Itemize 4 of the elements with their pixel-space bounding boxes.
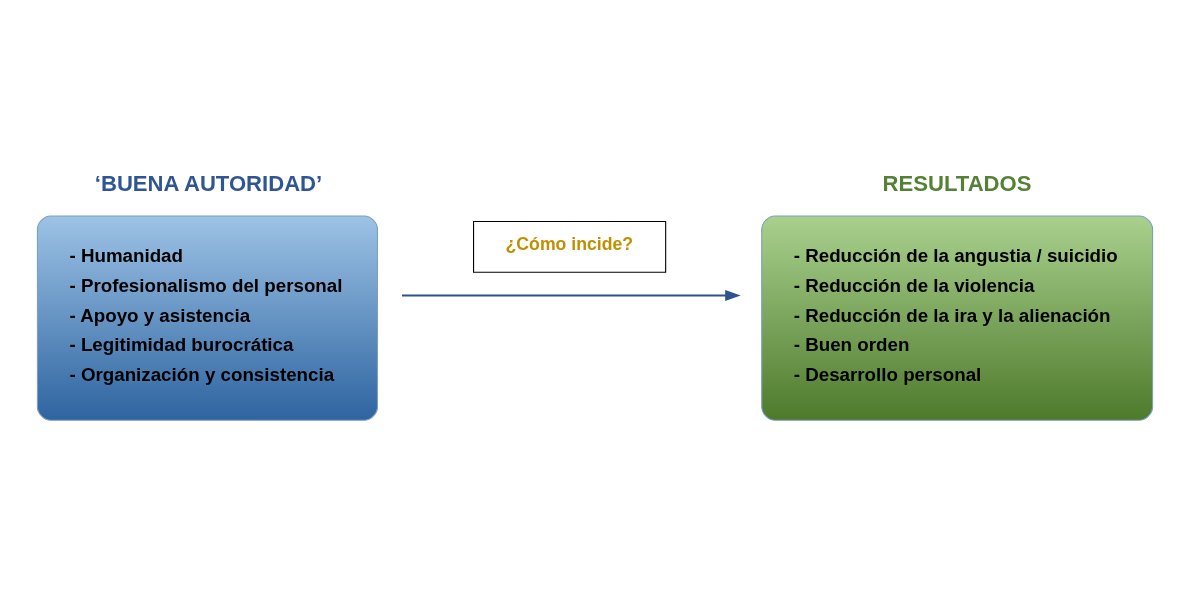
node-label: RESULTADOS bbox=[882, 170, 1032, 196]
node-label: ‘BUENA AUTORIDAD’ bbox=[94, 170, 323, 196]
arrow bbox=[402, 289, 741, 301]
node-box: ¿Cómo incide? bbox=[473, 220, 667, 273]
